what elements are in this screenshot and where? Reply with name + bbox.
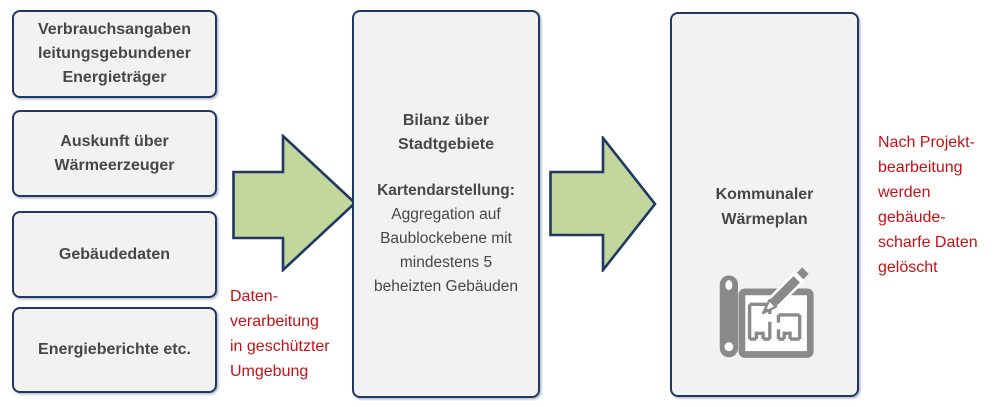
note-data-processing: Daten- verarbeitung in geschützter Umgeb… bbox=[230, 288, 330, 380]
source-box-waermeerzeuger: Auskunft über Wärmeerzeuger bbox=[12, 110, 217, 197]
flow-arrow-right-icon bbox=[549, 136, 657, 272]
waermeplan-box: Kommunaler Wärmeplan bbox=[670, 12, 859, 397]
source-box-label: Energieberichte etc. bbox=[38, 341, 191, 358]
note-data-deletion: Nach Projekt- bearbeitung werden gebäude… bbox=[878, 134, 978, 276]
balance-box-body: Aggregation auf Baublockebene mit mindes… bbox=[374, 206, 518, 295]
source-box-gebaeudedaten: Gebäudedaten bbox=[12, 211, 217, 298]
balance-box: Bilanz über Stadtgebiete Kartendarstellu… bbox=[352, 10, 540, 398]
source-box-label: Auskunft über Wärmeerzeuger bbox=[54, 132, 175, 174]
balance-box-subtitle: Kartendarstellung: bbox=[377, 182, 515, 199]
source-box-energieberichte: Energieberichte etc. bbox=[12, 307, 217, 393]
source-box-verbrauchsangaben: Verbrauchsangaben leitungsgebundener Ene… bbox=[12, 10, 217, 98]
waermeplan-box-title: Kommunaler Wärmeplan bbox=[715, 186, 814, 228]
blueprint-pencil-icon bbox=[719, 267, 814, 358]
source-box-label: Gebäudedaten bbox=[58, 245, 171, 263]
source-box-label: Verbrauchsangaben leitungsgebundener Ene… bbox=[38, 21, 191, 86]
balance-box-title: Bilanz über Stadtgebiete bbox=[397, 112, 494, 153]
flow-arrow-right-icon bbox=[232, 134, 357, 272]
